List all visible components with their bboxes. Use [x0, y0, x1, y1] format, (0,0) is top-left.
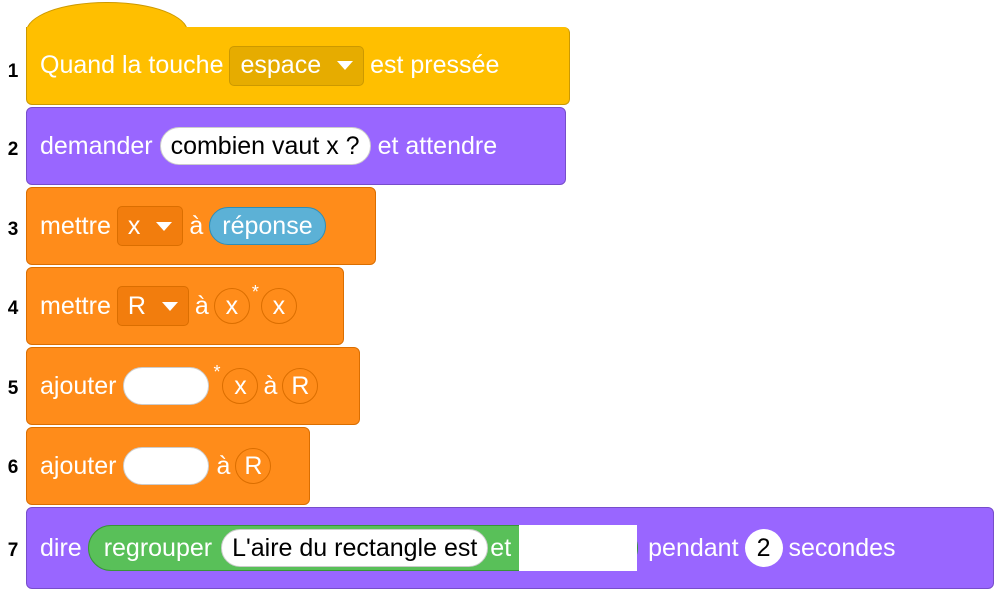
- variable-dropdown[interactable]: x: [116, 206, 184, 246]
- dropdown-value: R: [127, 291, 146, 320]
- set-variable-block[interactable]: mettre R à x * x: [26, 267, 344, 345]
- block-text: Quand la touche: [40, 51, 224, 79]
- block-text: ajouter: [40, 371, 117, 400]
- variable-reporter-r[interactable]: R: [235, 448, 272, 484]
- question-input[interactable]: combien vaut x ?: [159, 127, 371, 165]
- ask-and-wait-block[interactable]: demander combien vaut x ? et attendre: [26, 107, 566, 185]
- variable-dropdown[interactable]: R: [116, 286, 189, 326]
- join-text-input[interactable]: L'aire du rectangle est: [221, 529, 489, 567]
- variable-reporter-x[interactable]: x: [213, 288, 250, 324]
- multiply-operator: *: [251, 282, 259, 302]
- dropdown-value: espace: [240, 51, 322, 79]
- line-number-1: 1: [7, 61, 19, 82]
- variable-reporter-r[interactable]: R: [282, 368, 319, 404]
- line-number-6: 6: [7, 457, 19, 478]
- block-text: pendant: [648, 533, 739, 562]
- dropdown-value: x: [127, 211, 141, 240]
- empty-input[interactable]: [123, 447, 210, 485]
- line-number-5: 5: [7, 378, 19, 399]
- block-text: regrouper: [103, 533, 213, 562]
- variable-reporter-x[interactable]: x: [222, 368, 259, 404]
- block-text: demander: [40, 131, 153, 160]
- line-number-4: 4: [7, 298, 19, 319]
- empty-input[interactable]: [123, 367, 210, 405]
- block-text: ajouter: [40, 451, 117, 480]
- block-text: secondes: [788, 533, 896, 562]
- change-variable-block[interactable]: ajouter à R: [26, 427, 310, 505]
- line-number-7: 7: [7, 540, 19, 561]
- set-variable-block[interactable]: mettre x à réponse: [26, 187, 376, 265]
- block-text: et attendre: [377, 131, 498, 160]
- line-number-3: 3: [7, 219, 19, 240]
- block-text: à: [189, 211, 204, 240]
- block-text: à: [216, 451, 231, 480]
- change-variable-block[interactable]: ajouter * x à R: [26, 347, 360, 425]
- when-key-pressed-block[interactable]: Quand la touche espace est pressée: [26, 27, 570, 105]
- variable-reporter-x[interactable]: x: [260, 288, 297, 324]
- block-text: et: [490, 533, 512, 562]
- block-text: est pressée: [370, 51, 500, 79]
- caret-down-icon: [161, 301, 178, 311]
- multiply-operator: *: [213, 362, 221, 382]
- caret-down-icon: [337, 61, 354, 70]
- block-text: à: [194, 291, 209, 320]
- block-text: mettre: [40, 211, 111, 240]
- empty-input[interactable]: [519, 525, 638, 571]
- caret-down-icon: [156, 221, 173, 231]
- block-text: mettre: [40, 291, 111, 320]
- key-dropdown[interactable]: espace: [229, 45, 365, 86]
- line-number-2: 2: [7, 139, 19, 160]
- join-operator[interactable]: regrouper L'aire du rectangle est et: [87, 525, 639, 571]
- seconds-input[interactable]: 2: [744, 529, 783, 567]
- say-for-seconds-block[interactable]: dire regrouper L'aire du rectangle est e…: [26, 507, 994, 589]
- answer-reporter[interactable]: réponse: [209, 207, 326, 245]
- block-text: dire: [40, 533, 82, 562]
- block-text: à: [263, 371, 278, 400]
